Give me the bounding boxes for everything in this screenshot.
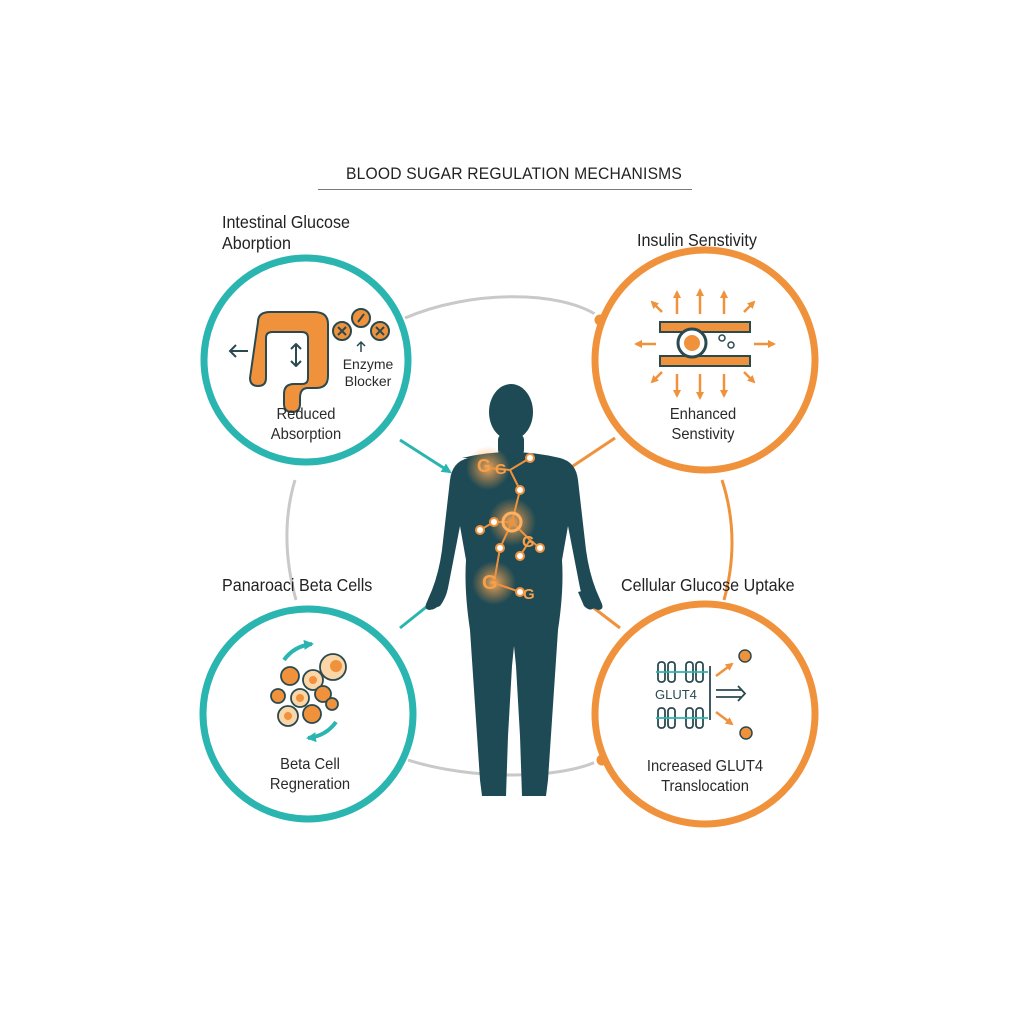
header-beta: Panaroaci Beta Cells bbox=[222, 575, 373, 595]
caption-intestinal-line2: Absorption bbox=[270, 426, 342, 443]
glucose-label: G bbox=[495, 461, 507, 478]
enzyme-label: Enzyme bbox=[342, 356, 394, 372]
glucose-dot bbox=[738, 649, 752, 663]
cell-membrane-icon bbox=[659, 321, 751, 367]
header-insulin: Insulin Senstivity bbox=[637, 230, 757, 250]
regeneration-arrows-icon bbox=[282, 639, 338, 743]
glut4-label: GLUT4 bbox=[655, 687, 697, 702]
molecule-network bbox=[466, 446, 545, 605]
header-intestinal-line2: Aborption bbox=[222, 233, 291, 253]
connection-ring bbox=[285, 295, 734, 777]
blocker-label: Blocker bbox=[344, 373, 392, 389]
glucose-label: G bbox=[522, 534, 535, 551]
radiating-arrows-icon bbox=[634, 288, 776, 400]
cell-cluster-icon bbox=[270, 653, 347, 727]
circle-uptake bbox=[591, 600, 819, 828]
glucose-label: G bbox=[477, 456, 492, 476]
teal-connector-top bbox=[399, 438, 452, 474]
caption-uptake-line1: Increased GLUT4 bbox=[646, 758, 764, 775]
glut4-transporter-icon bbox=[656, 661, 747, 729]
left-arrow-icon bbox=[228, 344, 248, 358]
title-divider bbox=[318, 189, 692, 190]
glucose-label: G bbox=[482, 572, 498, 594]
header-intestinal-line1: Intestinal Glucose bbox=[222, 212, 350, 232]
diagram-title: BLOOD SUGAR REGULATION MECHANISMS bbox=[346, 164, 683, 183]
caption-insulin-line1: Enhanced bbox=[669, 406, 737, 423]
intestine-icon bbox=[249, 311, 329, 413]
enzyme-icon bbox=[332, 308, 390, 352]
human-body-icon bbox=[425, 384, 603, 796]
caption-uptake-line2: Translocation bbox=[661, 778, 749, 795]
caption-insulin-line2: Senstivity bbox=[671, 426, 735, 443]
caption-intestinal-line1: Reduced bbox=[276, 406, 336, 423]
glucose-dot bbox=[739, 726, 753, 740]
caption-beta-line2: Regneration bbox=[269, 776, 351, 793]
header-uptake: Cellular Glucose Uptake bbox=[621, 575, 795, 595]
uptake-arrows-icon bbox=[715, 662, 734, 726]
caption-beta-line1: Beta Cell bbox=[280, 756, 340, 773]
glucose-label: G bbox=[523, 586, 535, 603]
